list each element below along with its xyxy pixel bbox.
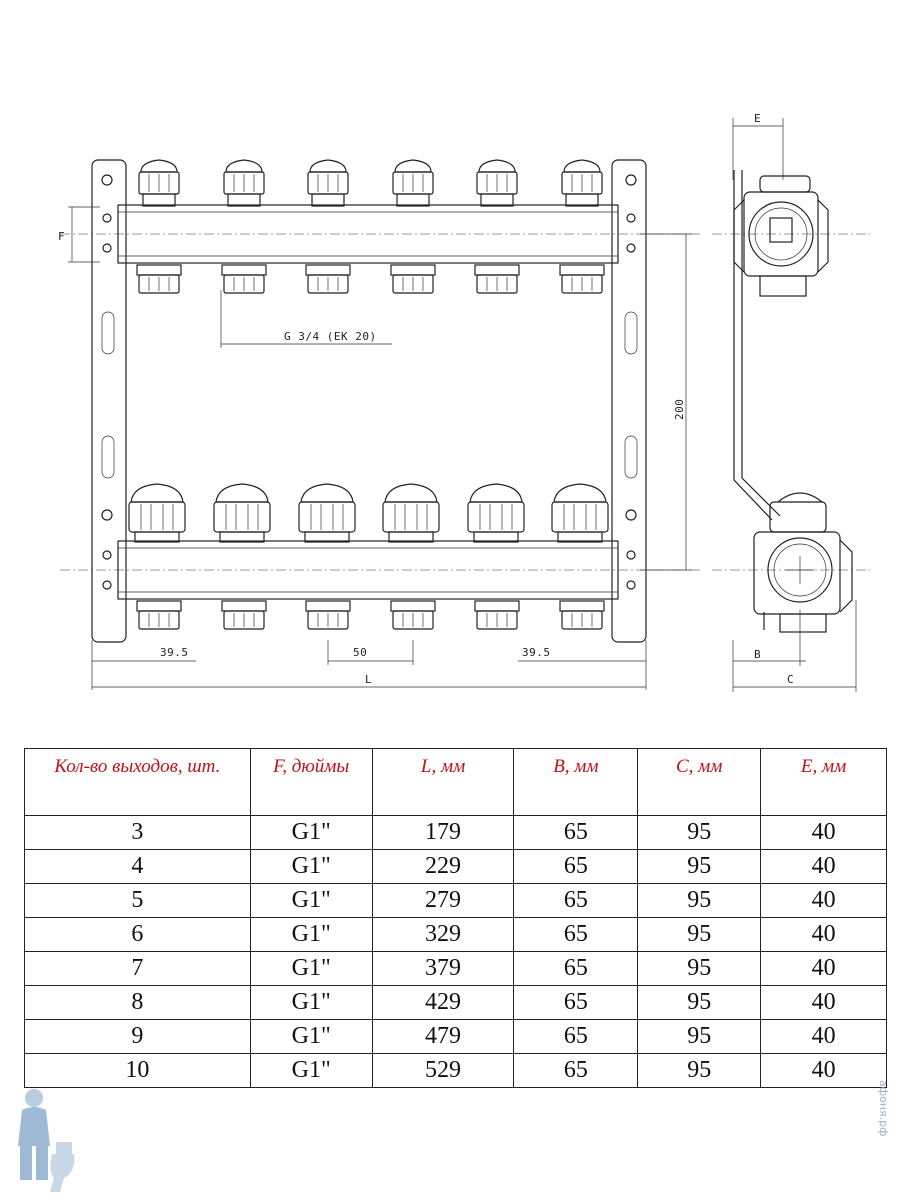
thread-label: G 3/4 (EK 20) [284, 330, 377, 343]
cell: 279 [371, 883, 515, 918]
dim-b-label: B [754, 648, 761, 661]
cell: 65 [513, 815, 639, 850]
cell: G1" [249, 985, 373, 1020]
cell: 529 [371, 1053, 515, 1088]
dim-length: L [365, 673, 372, 686]
cell: 429 [371, 985, 515, 1020]
dim-200: 200 [673, 399, 686, 420]
cell: 95 [637, 883, 762, 918]
cell: 4 [24, 849, 251, 884]
cell: 65 [513, 1053, 639, 1088]
cell: 10 [24, 1053, 251, 1088]
dim-edge-left: 39.5 [160, 646, 189, 659]
cell: 40 [760, 883, 887, 918]
cell: 40 [760, 1019, 887, 1054]
cell: 65 [513, 985, 639, 1020]
manifold-drawing: F G 3/4 (EK 20) 200 39.5 50 39.5 L [58, 112, 870, 692]
cell: 65 [513, 849, 639, 884]
header-l: L, мм [371, 748, 515, 816]
table-header-row: Кол-во выходов, шт. F, дюймы L, мм B, мм… [24, 748, 887, 816]
cell: 40 [760, 815, 887, 850]
dim-c-label: C [787, 673, 794, 686]
cell: 40 [760, 849, 887, 884]
cell: G1" [249, 951, 373, 986]
cell: 329 [371, 917, 515, 952]
dim-f-label: F [58, 230, 65, 243]
cell: 95 [637, 1019, 762, 1054]
cell: 65 [513, 951, 639, 986]
watermark: афоня.рф [872, 1080, 892, 1190]
cell: 65 [513, 883, 639, 918]
cell: G1" [249, 849, 373, 884]
header-b: B, мм [513, 748, 639, 816]
cell: 40 [760, 985, 887, 1020]
header-c: C, мм [637, 748, 762, 816]
cell: 40 [760, 951, 887, 986]
header-e: E, мм [760, 748, 887, 816]
dim-e-label: E [754, 112, 761, 125]
cell: 95 [637, 917, 762, 952]
dim-edge-right: 39.5 [522, 646, 551, 659]
plumber-mascot-logo [18, 1089, 75, 1192]
cell: G1" [249, 1053, 373, 1088]
watermark-text: афоня.рф [877, 1080, 890, 1137]
cell: 9 [24, 1019, 251, 1054]
cell: 65 [513, 1019, 639, 1054]
dim-pitch: 50 [353, 646, 367, 659]
cell: 40 [760, 917, 887, 952]
cell: 229 [371, 849, 515, 884]
spec-table: Кол-во выходов, шт. F, дюймы L, мм B, мм… [24, 748, 887, 1088]
cell: 7 [24, 951, 251, 986]
cell: 65 [513, 917, 639, 952]
cell: 379 [371, 951, 515, 986]
side-view: E B C [712, 112, 870, 692]
cell: 6 [24, 917, 251, 952]
header-outlets: Кол-во выходов, шт. [24, 748, 251, 816]
cell: G1" [249, 1019, 373, 1054]
cell: 95 [637, 815, 762, 850]
cell: 179 [371, 815, 515, 850]
cell: G1" [249, 815, 373, 850]
cell: 8 [24, 985, 251, 1020]
cell: 3 [24, 815, 251, 850]
front-view: F G 3/4 (EK 20) 200 39.5 50 39.5 L [58, 159, 700, 690]
cell: 40 [760, 1053, 887, 1088]
cell: G1" [249, 917, 373, 952]
cell: 95 [637, 849, 762, 884]
cell: G1" [249, 883, 373, 918]
cell: 479 [371, 1019, 515, 1054]
cell: 95 [637, 951, 762, 986]
header-f: F, дюймы [249, 748, 373, 816]
cell: 95 [637, 985, 762, 1020]
cell: 95 [637, 1053, 762, 1088]
cell: 5 [24, 883, 251, 918]
